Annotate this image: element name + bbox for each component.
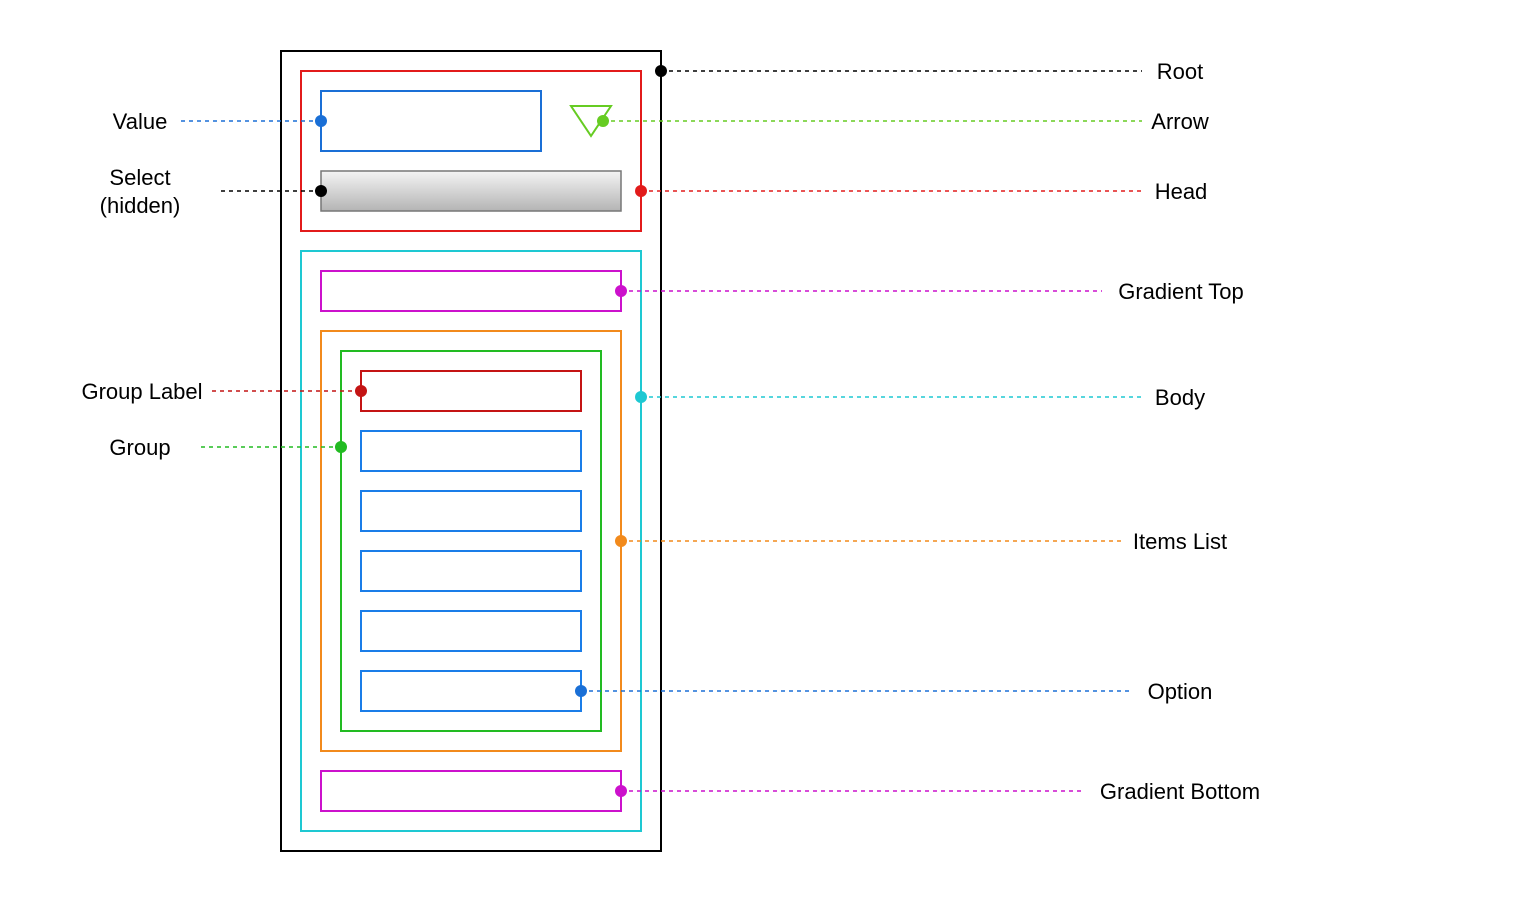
group-label-label: Group Label — [81, 379, 202, 404]
head-box — [300, 70, 642, 232]
option-box — [360, 670, 582, 712]
option-label: Option — [1148, 679, 1213, 704]
root-box — [280, 50, 662, 852]
group-label-dot — [355, 385, 367, 397]
option-box — [360, 490, 582, 532]
items-list-dot — [615, 535, 627, 547]
head-dot — [635, 185, 647, 197]
group-dot — [335, 441, 347, 453]
items-list-label: Items List — [1133, 529, 1227, 554]
gradient-bottom-box — [320, 770, 622, 812]
gradient-bottom-dot — [615, 785, 627, 797]
gradient-top-label: Gradient Top — [1118, 279, 1244, 304]
gradient-top-box — [320, 270, 622, 312]
value-box — [320, 90, 542, 152]
head-label: Head — [1155, 179, 1208, 204]
select-label-line2: (hidden) — [100, 193, 181, 218]
root-label: Root — [1157, 59, 1203, 84]
arrow-label: Arrow — [1151, 109, 1209, 134]
group-label-box — [360, 370, 582, 412]
option-box — [360, 430, 582, 472]
select-label-line1: Select — [109, 165, 170, 190]
body-label: Body — [1155, 385, 1205, 410]
root-dot — [655, 65, 667, 77]
value-dot — [315, 115, 327, 127]
select-hidden-box — [320, 170, 622, 212]
option-dot — [575, 685, 587, 697]
group-label: Group — [109, 435, 170, 460]
option-box — [360, 610, 582, 652]
arrow-dot — [597, 115, 609, 127]
value-label: Value — [113, 109, 168, 134]
group-box — [340, 350, 602, 732]
gradient-bottom-label: Gradient Bottom — [1100, 779, 1260, 804]
body-dot — [635, 391, 647, 403]
gradient-top-dot — [615, 285, 627, 297]
body-box — [300, 250, 642, 832]
select-dot — [315, 185, 327, 197]
option-box — [360, 550, 582, 592]
